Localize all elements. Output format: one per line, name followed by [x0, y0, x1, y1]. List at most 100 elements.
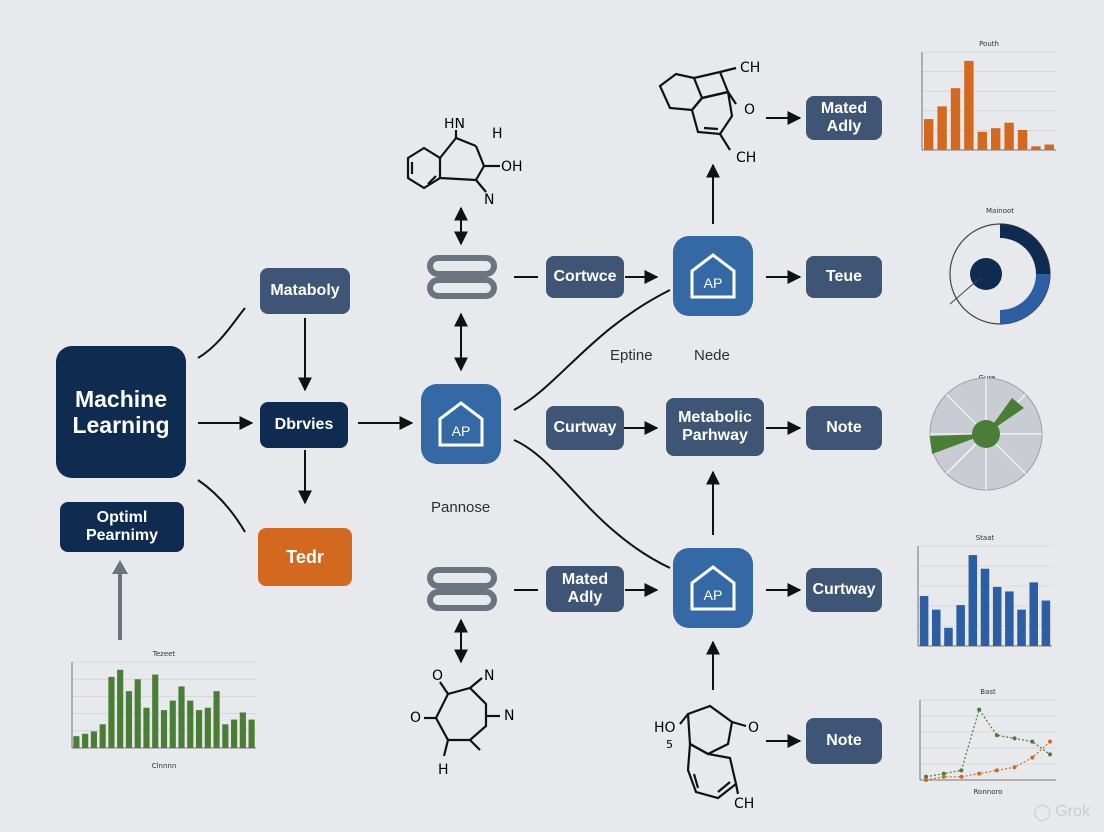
chain-link-icon-top — [427, 255, 497, 299]
app-node-top[interactable]: AP — [673, 236, 753, 316]
series-1-point-6 — [1030, 755, 1035, 760]
donut-chart: Mainoot — [949, 207, 1051, 325]
watermark-icon: ◯ — [1033, 804, 1052, 821]
bar-5 — [117, 669, 124, 748]
chain-link-icon-bottom — [427, 567, 497, 611]
series-1-point-1 — [941, 774, 946, 779]
dbrvies-node[interactable]: Dbrvies — [260, 402, 348, 448]
series-0-point-1 — [941, 771, 946, 776]
note-node-mid[interactable]: Note — [806, 406, 882, 450]
bar-9 — [152, 674, 159, 748]
pannose-label: Pannose — [431, 499, 491, 516]
teue-label: Teue — [825, 267, 863, 285]
mol-o: O — [744, 102, 755, 118]
curtway-node-mid[interactable]: Curtway — [546, 406, 624, 450]
mataboly-label: Mataboly — [270, 281, 340, 299]
optiml-node[interactable]: Optiml Pearnimy — [60, 502, 184, 552]
cortwce-label: Cortwce — [553, 267, 617, 285]
app-house-icon: AP — [690, 565, 736, 611]
series-0-point-5 — [1012, 736, 1017, 741]
radar-wedge-2 — [930, 434, 986, 454]
bar-13 — [187, 700, 194, 748]
bar-4 — [977, 131, 987, 150]
app-node-center[interactable]: AP — [421, 384, 501, 464]
bar-11 — [169, 700, 176, 748]
cortwce-node[interactable]: Cortwce — [546, 256, 624, 298]
curtway-mid-label: Curtway — [553, 418, 617, 436]
donut-pointer — [949, 277, 981, 305]
radar-center — [972, 420, 1000, 448]
bar-20 — [248, 719, 255, 748]
bar-17 — [222, 724, 229, 748]
radar-chart: Gure — [929, 374, 1043, 491]
series-0-point-6 — [1030, 739, 1035, 744]
curve-app-app-top — [513, 289, 671, 411]
bar-18 — [231, 719, 238, 748]
donut-center — [970, 258, 1002, 290]
bar-10 — [1041, 600, 1051, 646]
chart-title: Bast — [980, 688, 996, 696]
chart-title: Mainoot — [986, 207, 1014, 215]
tedr-label: Tedr — [286, 546, 324, 567]
molecule-structure-top-center: HN H OH N — [406, 118, 523, 208]
bar-2 — [90, 731, 97, 748]
connector-ml-mataboly — [197, 307, 246, 359]
curtway-node-right[interactable]: Curtway — [806, 568, 882, 612]
bar-3 — [99, 724, 106, 748]
mol-n-top: N — [484, 668, 494, 684]
connector-ml-tedr — [197, 479, 246, 533]
chart-title: Pouth — [979, 40, 999, 48]
mated-adly-low-label: Mated Adly — [561, 570, 609, 606]
molecule-structure-bottom-right: HO 5 O CH — [654, 704, 759, 810]
donut-segment-2 — [1000, 274, 1050, 324]
mated-adly-top-label: Mated Adly — [820, 99, 868, 135]
app-icon-text: AP — [704, 587, 723, 603]
bar-4 — [108, 676, 115, 748]
dbrvies-label: Dbrvies — [274, 415, 334, 433]
bar-15 — [204, 707, 211, 748]
machine-learning-node[interactable]: Machine Learning — [56, 346, 186, 478]
bar-2 — [944, 627, 953, 646]
bar-12 — [178, 686, 185, 748]
bar-5 — [980, 568, 990, 646]
bar-9 — [1029, 582, 1038, 646]
app-icon-text: AP — [452, 423, 471, 439]
mataboly-node[interactable]: Mataboly — [260, 268, 350, 314]
metabolic-pathway-node[interactable]: Metabolic Parhway — [666, 398, 764, 456]
bar-chart-blue: Staat — [917, 534, 1052, 647]
bar-7 — [134, 679, 141, 748]
bar-0 — [73, 736, 80, 748]
mol-o-left: O — [410, 710, 421, 726]
series-1-point-7 — [1048, 739, 1052, 744]
mol-ch-br: CH — [734, 796, 754, 810]
bar-14 — [195, 710, 203, 748]
bar-0 — [924, 119, 934, 150]
tedr-node[interactable]: Tedr — [258, 528, 352, 586]
nede-label: Nede — [694, 347, 730, 364]
note-node-low[interactable]: Note — [806, 718, 882, 764]
mated-adly-node-top[interactable]: Mated Adly — [806, 96, 882, 140]
series-0-point-3 — [977, 707, 982, 712]
mol-oh: OH — [501, 159, 523, 175]
bar-19 — [239, 712, 246, 748]
metabolic-pathway-label: Metabolic Parhway — [678, 408, 752, 444]
machine-learning-label: Machine Learning — [72, 385, 170, 438]
bar-7 — [1017, 130, 1028, 150]
mol-h: H — [492, 126, 503, 142]
mol-five: 5 — [666, 738, 673, 751]
series-0-point-2 — [959, 768, 964, 773]
mated-adly-node-low[interactable]: Mated Adly — [546, 566, 624, 612]
x-axis-label: Ronnoro — [974, 788, 1003, 796]
chart-title: Tezeet — [152, 650, 176, 658]
series-1-point-5 — [1012, 765, 1017, 770]
bar-1 — [82, 733, 89, 748]
bar-9 — [1044, 144, 1054, 150]
app-house-icon: AP — [690, 253, 736, 299]
bar-5 — [991, 128, 1001, 150]
mol-n: N — [484, 192, 494, 208]
app-node-bottom[interactable]: AP — [673, 548, 753, 628]
mol-o-top: O — [432, 668, 443, 684]
teue-node[interactable]: Teue — [806, 256, 882, 298]
